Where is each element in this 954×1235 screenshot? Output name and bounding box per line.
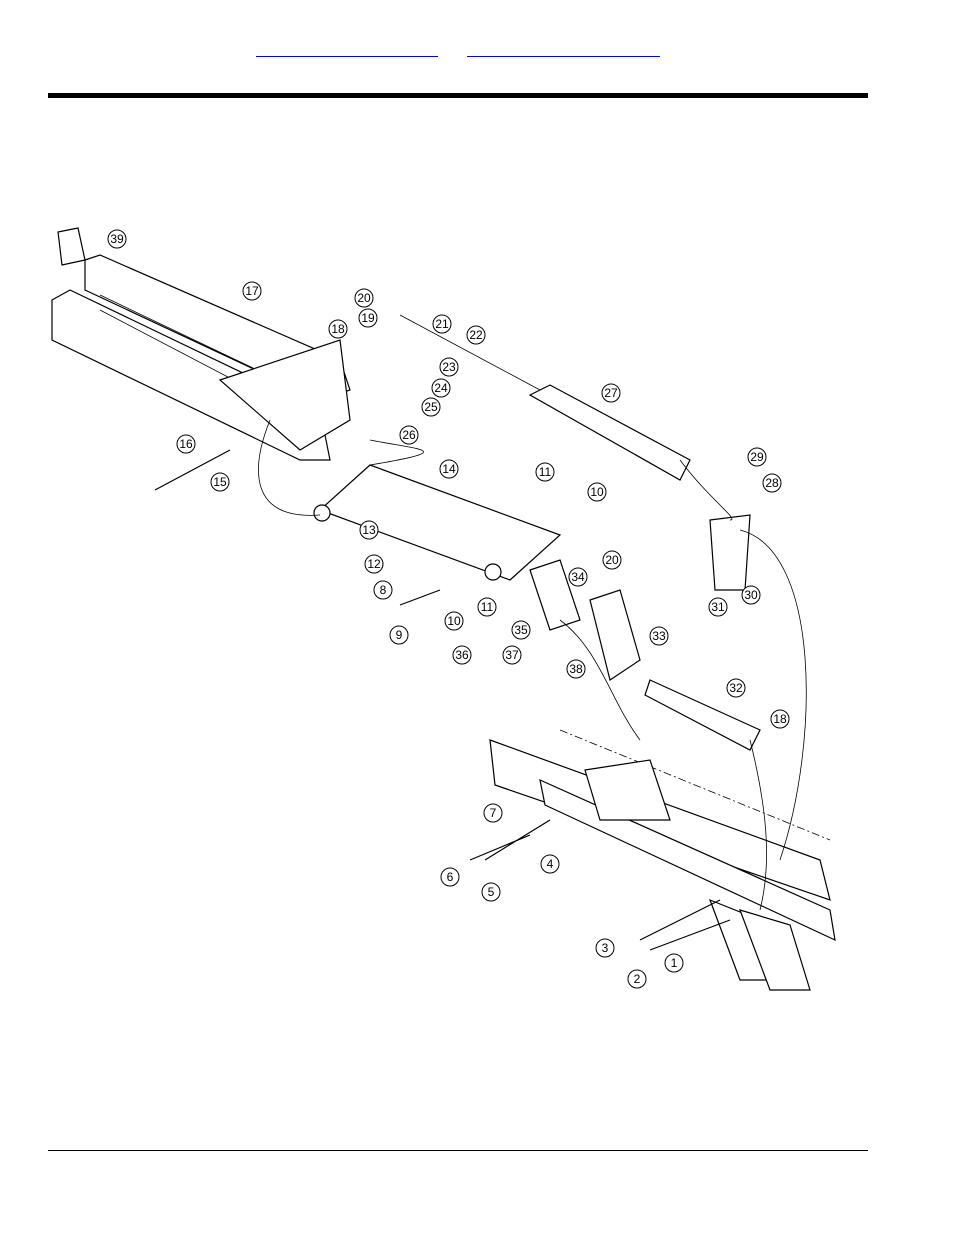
hitch-frame: [51, 227, 351, 461]
header-link-right[interactable]: [467, 40, 660, 57]
header-rule: [48, 93, 868, 98]
wing-arm: [313, 464, 562, 581]
leader-lines: [258, 419, 807, 911]
parts-diagram: [51, 227, 836, 991]
pins: [154, 449, 731, 951]
toolbar-frame: [489, 729, 836, 991]
header-link-left[interactable]: [256, 40, 438, 57]
hydraulic-cylinder: [399, 314, 691, 481]
hinge-bracket: [529, 514, 761, 751]
footer-rule: [48, 1150, 868, 1151]
